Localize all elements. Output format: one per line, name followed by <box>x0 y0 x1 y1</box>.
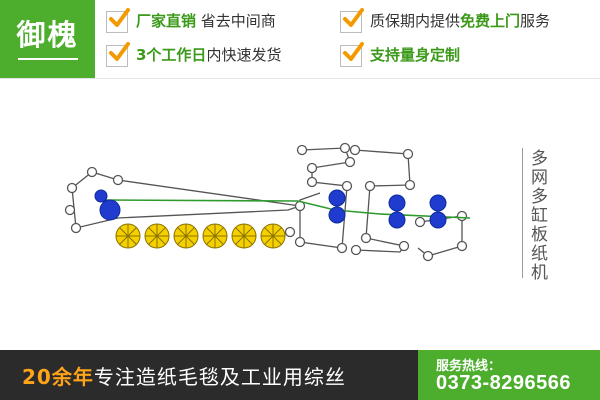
press-roll-top <box>429 194 447 212</box>
guide-roll <box>422 250 434 262</box>
breast-roll <box>94 189 108 203</box>
vacuum-box <box>231 223 257 249</box>
press-roll-bottom <box>328 206 346 224</box>
feature-highlight: 免费上门 <box>460 12 521 30</box>
guide-roll <box>64 204 76 216</box>
guide-roll <box>364 180 376 192</box>
guide-roll <box>402 148 414 160</box>
felt-loop-1 <box>299 147 351 249</box>
logo-underline <box>18 58 78 60</box>
guide-roll <box>296 144 308 156</box>
feature-highlight: 厂家直销 <box>136 12 197 30</box>
guide-roll <box>344 156 356 168</box>
vacuum-box <box>202 223 228 249</box>
vacuum-box-row <box>115 223 286 249</box>
feature-free-service: 质保期内提供免费上门服务 <box>340 7 551 34</box>
machine-type-label: 多网多缸板纸机 <box>522 148 563 283</box>
couch-roll <box>99 199 121 221</box>
feature-text: 服务 <box>520 12 551 30</box>
paper-web-line <box>103 199 471 219</box>
hotline-label: 服务热线： <box>436 359 502 374</box>
guide-roll <box>86 166 98 178</box>
feature-customization: 支持量身定制 <box>340 41 461 68</box>
feature-fast-delivery: 3个工作日内快速发货 <box>106 41 282 68</box>
guide-roll <box>112 174 124 186</box>
guide-roll <box>456 240 468 252</box>
brand-logo[interactable]: 御槐 <box>0 0 95 78</box>
machine-type-text: 多网多缸板纸机 <box>531 149 548 283</box>
vacuum-box <box>260 223 286 249</box>
header-bar: 御槐 厂家直销 省去中间商 质保期内提供免费上门服务 3个工作日内快速发货 支持… <box>0 0 600 79</box>
guide-roll <box>456 210 468 222</box>
press-roll-top <box>328 189 346 207</box>
check-icon <box>340 41 364 67</box>
guide-roll <box>349 144 361 156</box>
guide-roll <box>339 142 351 154</box>
paper-machine-diagram <box>64 142 471 262</box>
guide-roll <box>306 176 318 188</box>
slogan-text: 专注造纸毛毯及工业用综丝 <box>93 365 346 389</box>
feature-text: 省去中间商 <box>200 12 276 30</box>
feature-highlight: 支持量身定制 <box>370 46 461 64</box>
service-hotline[interactable]: 服务热线： 0373-8296566 <box>418 350 600 400</box>
guide-roll <box>398 240 410 252</box>
guide-roll <box>404 179 416 191</box>
guide-roll <box>341 180 353 192</box>
guide-roll <box>336 242 348 254</box>
logo-text: 御槐 <box>16 18 79 52</box>
press-roll-top <box>388 194 406 212</box>
guide-roll <box>350 244 362 256</box>
guide-roll <box>306 162 318 174</box>
vacuum-box <box>115 223 141 249</box>
guide-roll <box>294 236 306 248</box>
feature-direct-sale: 厂家直销 省去中间商 <box>106 7 276 34</box>
check-icon <box>106 7 130 33</box>
guide-roll <box>284 226 296 238</box>
footer-bar: 20余年专注造纸毛毯及工业用综丝 服务热线： 0373-8296566 <box>0 350 600 400</box>
vacuum-box <box>144 223 170 249</box>
check-icon <box>106 41 130 67</box>
press-roll-bottom <box>388 211 406 229</box>
vacuum-box <box>173 223 199 249</box>
felt-loop-2 <box>354 149 411 253</box>
guide-roll <box>414 216 426 228</box>
footer-slogan: 20余年专注造纸毛毯及工业用综丝 <box>22 361 346 390</box>
years-badge: 20余年 <box>22 365 94 389</box>
feature-highlight: 3个工作日 <box>136 46 207 64</box>
press-roll-bottom <box>429 211 447 229</box>
feature-text: 内快速发货 <box>206 46 282 64</box>
hotline-number[interactable]: 0373-8296566 <box>436 372 572 394</box>
check-icon <box>340 7 364 33</box>
guide-roll <box>360 232 372 244</box>
guide-roll <box>66 182 78 194</box>
feature-text: 质保期内提供 <box>370 12 461 30</box>
guide-roll <box>70 222 82 234</box>
